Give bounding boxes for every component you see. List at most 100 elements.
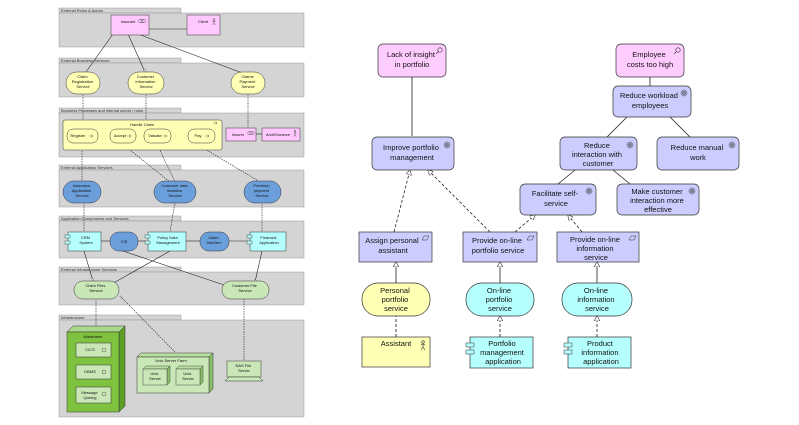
label: Financial Application [259,235,279,245]
label: Mainframe [84,334,104,339]
app-service-insurance-application[interactable]: Insurance Application Service [62,180,102,204]
goal-reduce-interaction[interactable]: Reduce interaction with customer [559,136,638,171]
role-assistant[interactable]: Assistant [361,336,431,368]
component-icon [246,234,253,239]
actor-client[interactable]: Client [186,14,221,36]
label: Handle Claim [130,122,155,127]
goal-improve-portfolio[interactable]: Improve portfolio management [371,136,455,171]
component-product-information-app[interactable]: Product information application [563,336,632,369]
label-line: Employee [632,50,665,59]
requirement-icon [526,235,535,241]
label-line: Premium [253,183,270,188]
label: Reduce manual work [671,143,726,162]
label: Assistant [381,339,412,348]
label-line: Application [72,188,92,193]
connector [119,249,231,288]
component-icon [64,234,71,239]
label-line: Improve portfolio [383,143,439,152]
label-line: interaction more [630,196,684,205]
component-crm-system[interactable]: CRM System [64,231,102,252]
label-line: On-line [487,286,511,295]
label: CICS [85,347,95,352]
process-register[interactable]: Register [66,128,99,144]
connector [568,215,583,233]
label: Employee costs too high [627,50,673,69]
component-policy-data-management[interactable]: Policy Data Management [144,231,187,252]
requirement-assign-advisor[interactable]: Assign personal assistant [358,231,433,263]
label-line: Customer data [161,183,188,188]
system-software-cics[interactable]: CICS [75,342,112,358]
app-service-online-portfolio[interactable]: On-line portfolio service [465,282,535,317]
actor-archisurance[interactable]: ArchiSurance [261,127,301,142]
connector [428,170,491,233]
label-line: effective [644,205,672,214]
component-icon [563,342,573,348]
label: Customer data mutation Service [161,183,188,198]
system-software-icon [101,391,107,397]
system-software-message-queing[interactable]: Message Queing [75,386,112,404]
driver-lack-of-insight[interactable]: Lack of insight in portfolio [377,43,447,78]
business-service-claims-payment[interactable]: Claims Payment Service [230,71,266,95]
label-line: work [689,153,706,162]
label: Client [198,19,209,24]
layer-title: Infrastructure [61,315,85,320]
device-nas-file-server[interactable]: NAS File Server [224,360,264,382]
node-unix-server-2[interactable]: Unix Server [175,365,204,386]
goal-facilitate-self-service[interactable]: Facilitate self- service [519,183,597,216]
app-service-online-information[interactable]: On-line information service [561,282,633,317]
label-line: Provide on-line [472,236,522,245]
business-service-personal-portfolio[interactable]: Personal portfolio service [361,282,431,317]
goal-reduce-workload[interactable]: Reduce workload employees [612,85,692,118]
label-line: management [390,153,435,162]
role-insurer[interactable]: Insurer [225,127,257,142]
label-line: Payment [240,79,257,84]
app-service-cis[interactable]: CIS [109,231,139,252]
label-line: mutation [167,188,182,193]
app-service-customer-data-mutation[interactable]: Customer data mutation Service [153,180,197,204]
label: Insurance Application Service [72,183,93,198]
component-financial-application[interactable]: Financial Application [246,231,287,252]
label-line: Personal [380,286,410,295]
process-handle-claim[interactable]: Handle Claim [62,119,223,151]
process-accept[interactable]: Accept [109,128,137,144]
label-line: Customer [137,74,155,79]
process-valuate[interactable]: Valuate [143,128,172,144]
business-service-customer-information[interactable]: Customer Information Service [127,71,165,95]
goal-reduce-manual-work[interactable]: Reduce manual work [656,136,740,171]
label-line: service [544,199,568,208]
actor-insurant[interactable]: Insurant [110,14,150,36]
label-line: assistant [378,246,409,255]
node-unix-server-1[interactable]: Unix Server [142,365,171,386]
label: Improve portfolio management [383,143,441,162]
app-service-premium-payment[interactable]: Premium payment Service [243,180,282,204]
connector [514,215,535,233]
label: Claim Files Service [86,283,107,293]
label-line: payment [254,188,270,193]
app-service-claim-infoserv[interactable]: Claim InfoServ [199,231,230,252]
connector [200,146,261,183]
left-connectors [82,28,262,361]
system-software-dbms[interactable]: DBMS [75,364,112,380]
goal-make-interaction-effective[interactable]: Make customer interaction more effective [616,183,700,216]
label: Unix Server [182,371,194,381]
connector [127,33,145,72]
requirement-provide-information[interactable]: Provide on-line information service [556,231,640,263]
process-arrow-icon [127,134,132,138]
label-line: On-line [584,286,608,295]
target-icon [680,89,688,97]
infra-service-customer-file[interactable]: Customer File Service [221,280,270,300]
target-icon [585,187,593,195]
process-pay[interactable]: Pay [187,128,216,144]
business-service-claim-registration[interactable]: Claim Registration Service [65,71,101,95]
label: Claims Payment Service [240,74,257,89]
target-icon [728,141,736,149]
layer-external-roles: External Roles & Actors [58,7,305,48]
driver-employee-costs[interactable]: Employee costs too high [615,43,685,78]
component-portfolio-management-app[interactable]: Portfolio management application [465,336,534,369]
label-line: InfoServ [207,240,222,245]
label-line: information [576,244,613,253]
infra-service-claim-files[interactable]: Claim Files Service [73,280,120,300]
actor-icon [212,18,216,26]
layer-title: Application Components and Services [61,216,129,221]
requirement-provide-portfolio[interactable]: Provide on-line portfolio service [462,231,538,263]
